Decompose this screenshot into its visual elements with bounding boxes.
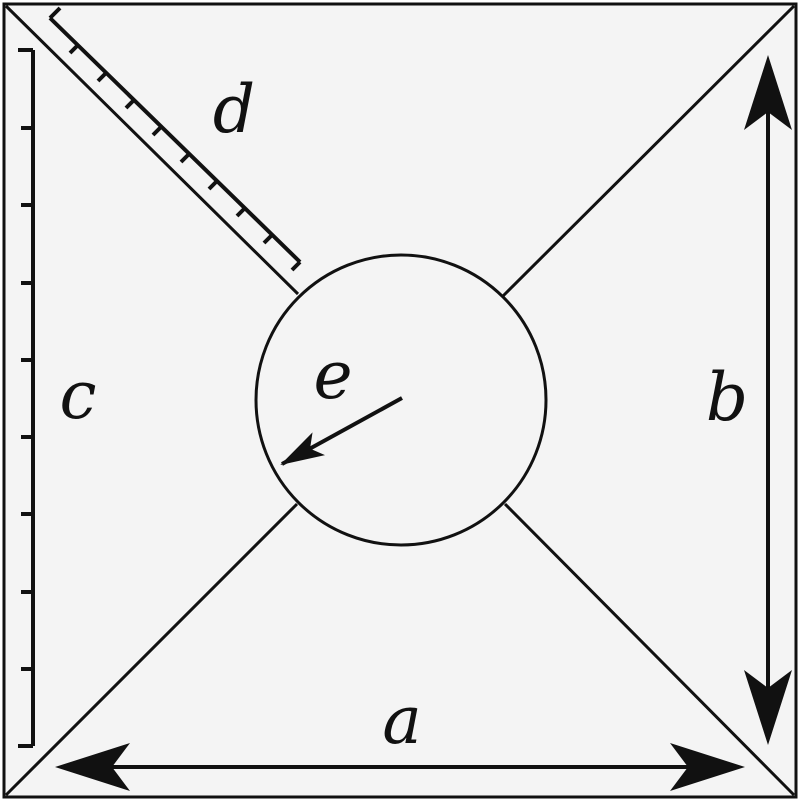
ruler-c: [18, 48, 35, 748]
label-b: b: [706, 359, 748, 436]
diagonal-bottom-right: [503, 502, 796, 797]
label-c: c: [60, 357, 97, 434]
arrowhead-b-bottom: [744, 670, 792, 745]
diagonals: [4, 4, 796, 797]
diagonal-bottom-left: [4, 502, 299, 797]
label-d: d: [213, 71, 255, 148]
diagonal-top-left: [4, 4, 300, 296]
radius-arrow-e: [280, 396, 403, 466]
label-a: a: [382, 682, 421, 759]
diagonal-top-right: [501, 4, 796, 298]
arrowhead-a-right: [670, 743, 745, 791]
arrowhead-a-left: [55, 743, 130, 791]
arrowhead-b-top: [744, 55, 792, 130]
label-e: e: [313, 337, 352, 414]
ruler-d: [48, 6, 302, 272]
